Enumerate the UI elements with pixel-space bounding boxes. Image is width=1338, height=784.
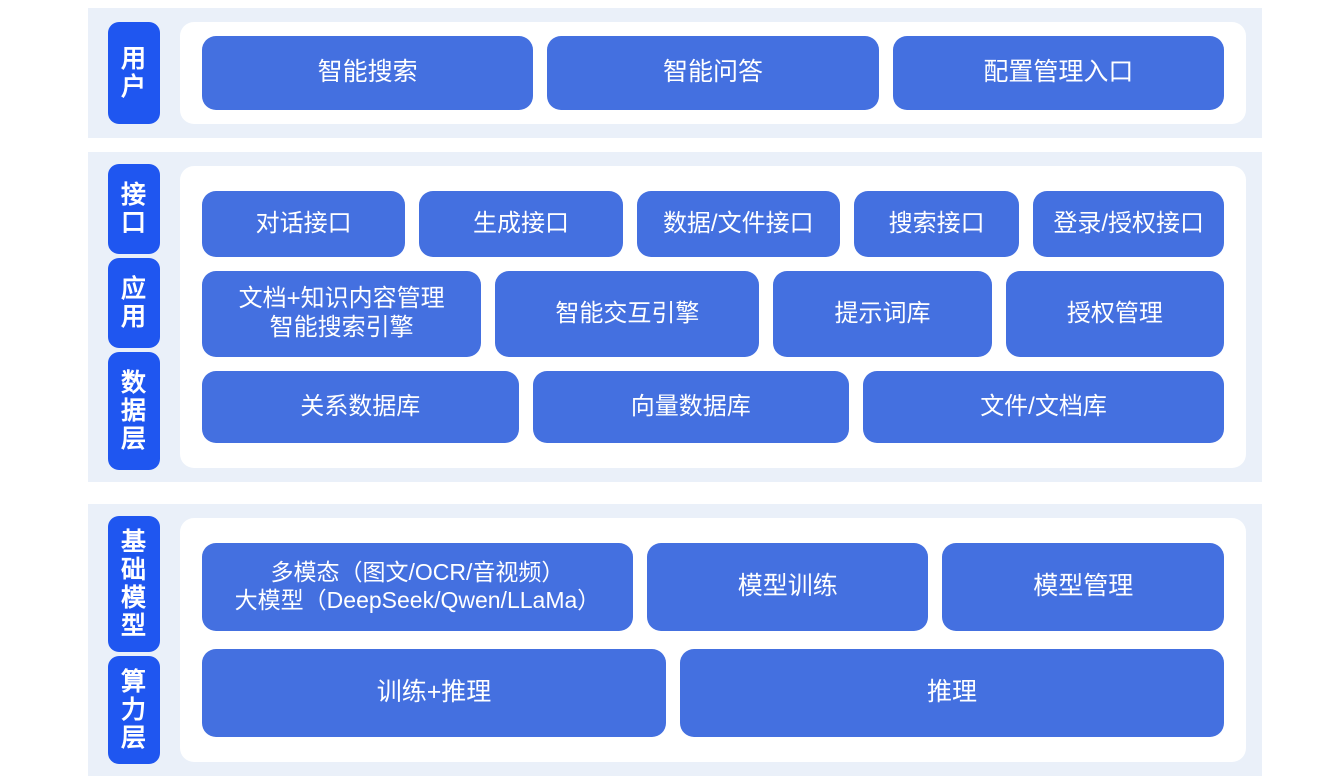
cell-generation-api[interactable]: 生成接口: [419, 191, 623, 257]
cell-relational-database[interactable]: 关系数据库: [202, 371, 519, 443]
layer-label-foundation-model: 基础模型: [108, 516, 160, 652]
cell-login-auth-api[interactable]: 登录/授权接口: [1033, 191, 1224, 257]
layer-label-application-text: 应用: [120, 275, 147, 331]
layer-group-user: 用户 智能搜索 智能问答 配置管理入口: [88, 8, 1262, 138]
cell-authorization-management[interactable]: 授权管理: [1005, 271, 1225, 357]
layer-group-infrastructure: 基础模型 算力层 多模态（图文/OCR/音视频） 大模型（DeepSeek/Qw…: [88, 504, 1262, 776]
cell-smart-interaction-engine[interactable]: 智能交互引擎: [495, 271, 760, 357]
layer-group-platform: 接口 应用 数据层 对话接口 生成接口 数据/文件接口 搜索接口 登录/授权接口…: [88, 152, 1262, 482]
layer-label-application: 应用: [108, 258, 160, 348]
cell-multimodal-large-model[interactable]: 多模态（图文/OCR/音视频） 大模型（DeepSeek/Qwen/LLaMa）: [202, 543, 633, 631]
cell-config-management-entry[interactable]: 配置管理入口: [892, 36, 1224, 110]
layer-label-user: 用户: [108, 22, 160, 124]
layer-label-foundation-model-text: 基础模型: [120, 528, 147, 640]
layer-panel-user: 智能搜索 智能问答 配置管理入口: [180, 22, 1246, 124]
layer-label-user-text: 用户: [120, 45, 147, 101]
layer-label-interface: 接口: [108, 164, 160, 254]
layer-label-data: 数据层: [108, 352, 160, 470]
layer-panel-infrastructure: 多模态（图文/OCR/音视频） 大模型（DeepSeek/Qwen/LLaMa）…: [180, 518, 1246, 762]
cell-smart-qa[interactable]: 智能问答: [547, 36, 879, 110]
row-data: 关系数据库 向量数据库 文件/文档库: [202, 371, 1225, 443]
cell-training-and-inference[interactable]: 训练+推理: [202, 649, 667, 737]
cell-model-management[interactable]: 模型管理: [942, 543, 1224, 631]
cell-file-document-store[interactable]: 文件/文档库: [863, 371, 1225, 443]
row-compute: 训练+推理 推理: [202, 649, 1224, 737]
cell-model-training[interactable]: 模型训练: [646, 543, 929, 631]
cell-vector-database[interactable]: 向量数据库: [532, 371, 850, 443]
cell-document-knowledge-management[interactable]: 文档+知识内容管理 智能搜索引擎: [202, 271, 482, 357]
cell-dialog-api[interactable]: 对话接口: [202, 191, 406, 257]
layer-label-compute: 算力层: [108, 656, 160, 764]
layer-label-data-text: 数据层: [120, 369, 147, 453]
row-interface: 对话接口 生成接口 数据/文件接口 搜索接口 登录/授权接口: [202, 191, 1224, 257]
layer-panel-platform: 对话接口 生成接口 数据/文件接口 搜索接口 登录/授权接口 文档+知识内容管理…: [180, 166, 1246, 468]
row-application: 文档+知识内容管理 智能搜索引擎 智能交互引擎 提示词库 授权管理: [202, 271, 1225, 357]
cell-smart-search[interactable]: 智能搜索: [202, 36, 534, 110]
cell-search-api[interactable]: 搜索接口: [853, 191, 1020, 257]
layer-label-column-user: 用户: [88, 8, 160, 138]
layer-label-column-platform: 接口 应用 数据层: [88, 152, 160, 482]
layer-label-column-infrastructure: 基础模型 算力层: [88, 504, 160, 776]
cell-inference[interactable]: 推理: [680, 649, 1224, 737]
row-foundation-model: 多模态（图文/OCR/音视频） 大模型（DeepSeek/Qwen/LLaMa）…: [202, 543, 1224, 631]
cell-data-file-api[interactable]: 数据/文件接口: [636, 191, 840, 257]
layer-label-interface-text: 接口: [120, 181, 147, 237]
layer-label-compute-text: 算力层: [120, 668, 147, 752]
cell-prompt-library[interactable]: 提示词库: [773, 271, 992, 357]
row-user-entries: 智能搜索 智能问答 配置管理入口: [202, 36, 1224, 110]
